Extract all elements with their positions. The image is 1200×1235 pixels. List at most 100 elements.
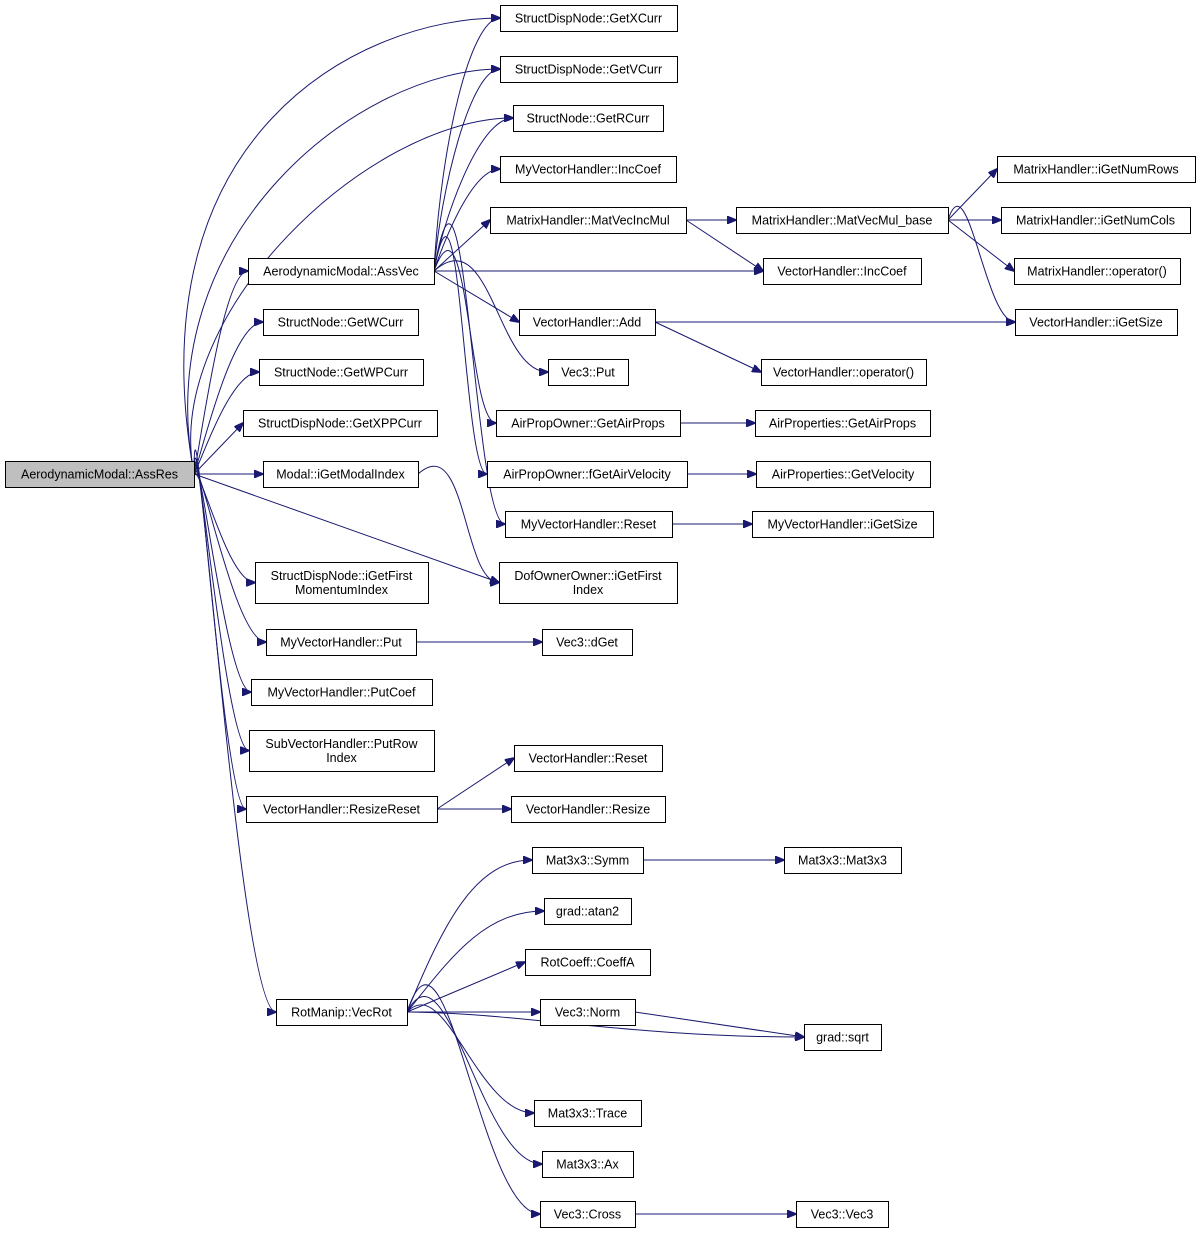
node-getvelocity[interactable]: AirProperties::GetVelocity <box>756 461 931 488</box>
edge-assres-to-myputcoef <box>193 463 251 692</box>
node-myigetsize[interactable]: MyVectorHandler::iGetSize <box>752 511 934 538</box>
node-igetfirstmomentum-box <box>255 562 429 604</box>
node-getairprops_owner[interactable]: AirPropOwner::GetAirProps <box>496 410 681 437</box>
node-sqrt[interactable]: grad::sqrt <box>804 1024 882 1051</box>
node-assres[interactable]: AerodynamicModal::AssRes <box>5 461 195 488</box>
node-symm-label: Mat3x3::Symm <box>546 854 629 868</box>
node-vhinccoef-label: VectorHandler::IncCoef <box>777 265 907 279</box>
node-coeffa[interactable]: RotCoeff::CoeffA <box>525 949 651 976</box>
node-vhoperator[interactable]: VectorHandler::operator() <box>761 359 927 386</box>
node-igetnumcols[interactable]: MatrixHandler::iGetNumCols <box>1001 207 1191 234</box>
node-matvecincmul-box <box>490 207 687 234</box>
edge-vecrot-to-ax <box>406 996 542 1164</box>
node-cross[interactable]: Vec3::Cross <box>540 1201 636 1228</box>
node-myigetsize-label: MyVectorHandler::iGetSize <box>767 518 917 532</box>
node-norm-label: Vec3::Norm <box>555 1006 620 1020</box>
edge-vhadd-to-vhoperator <box>654 321 761 372</box>
node-resizereset[interactable]: VectorHandler::ResizeReset <box>246 796 438 823</box>
node-ax-label: Mat3x3::Ax <box>556 1158 619 1172</box>
edge-resizereset-to-vhreset <box>436 758 514 810</box>
node-vec3put-box <box>548 359 629 386</box>
node-assvec-box <box>248 258 435 285</box>
node-getvcurr-label: StructDispNode::GetVCurr <box>515 63 662 77</box>
node-fgetairvelocity-label: AirPropOwner::fGetAirVelocity <box>503 468 671 482</box>
node-getrcurr[interactable]: StructNode::GetRCurr <box>513 105 664 132</box>
node-symm[interactable]: Mat3x3::Symm <box>532 847 644 874</box>
node-matvecincmul[interactable]: MatrixHandler::MatVecIncMul <box>490 207 687 234</box>
node-norm[interactable]: Vec3::Norm <box>540 999 636 1026</box>
edge-assvec-to-getxcurr <box>433 18 500 272</box>
node-vec3dget-box <box>542 629 633 656</box>
edge-assvec-to-fgetairvelocity <box>433 236 487 474</box>
node-getxppcurr-label: StructDispNode::GetXPPCurr <box>258 417 422 431</box>
node-myreset[interactable]: MyVectorHandler::Reset <box>505 511 673 538</box>
node-myput[interactable]: MyVectorHandler::Put <box>266 629 417 656</box>
node-vecrot[interactable]: RotManip::VecRot <box>276 999 408 1026</box>
node-vhigetsize-box <box>1015 309 1178 336</box>
edge-assvec-to-getairprops_owner <box>433 250 496 423</box>
node-atan2[interactable]: grad::atan2 <box>544 898 632 925</box>
node-myinccoef-box <box>500 156 677 183</box>
node-myputcoef[interactable]: MyVectorHandler::PutCoef <box>251 679 433 706</box>
node-vhresize[interactable]: VectorHandler::Resize <box>511 796 666 823</box>
edge-assres-to-getxcurr <box>183 18 500 475</box>
edge-matvecmulbase-to-vhigetsize <box>947 205 1015 322</box>
node-getrcurr-label: StructNode::GetRCurr <box>527 112 650 126</box>
node-trace-label: Mat3x3::Trace <box>548 1107 627 1121</box>
node-igetmodalindex[interactable]: Modal::iGetModalIndex <box>263 461 419 488</box>
node-subputrow-label: SubVectorHandler::PutRow <box>265 737 418 751</box>
node-vhreset[interactable]: VectorHandler::Reset <box>514 745 663 772</box>
node-vhoperator-box <box>761 359 927 386</box>
node-getvcurr-box <box>500 56 678 83</box>
node-getxcurr-label: StructDispNode::GetXCurr <box>515 12 662 26</box>
node-getwpcurr[interactable]: StructNode::GetWPCurr <box>259 359 424 386</box>
node-getvcurr[interactable]: StructDispNode::GetVCurr <box>500 56 678 83</box>
node-vhinccoef[interactable]: VectorHandler::IncCoef <box>763 258 922 285</box>
node-getxppcurr[interactable]: StructDispNode::GetXPPCurr <box>243 410 438 437</box>
node-symm-box <box>532 847 644 874</box>
node-fgetairvelocity[interactable]: AirPropOwner::fGetAirVelocity <box>487 461 688 488</box>
edge-assres-to-getvcurr <box>187 69 500 475</box>
node-igetfirstmomentum-label: StructDispNode::iGetFirst <box>271 569 413 583</box>
node-vec3ctor-label: Vec3::Vec3 <box>811 1208 874 1222</box>
node-coeffa-label: RotCoeff::CoeffA <box>540 956 635 970</box>
node-vec3ctor[interactable]: Vec3::Vec3 <box>796 1201 889 1228</box>
edge-assvec-to-vhadd <box>433 270 519 322</box>
node-vecrot-label: RotManip::VecRot <box>291 1006 392 1020</box>
edge-assvec-to-getrcurr <box>433 118 513 272</box>
node-getwcurr[interactable]: StructNode::GetWCurr <box>263 309 419 336</box>
node-trace[interactable]: Mat3x3::Trace <box>534 1100 642 1127</box>
node-subputrow-box <box>249 730 435 772</box>
node-getairprops[interactable]: AirProperties::GetAirProps <box>755 410 931 437</box>
node-vec3dget[interactable]: Vec3::dGet <box>542 629 633 656</box>
node-assvec-label: AerodynamicModal::AssVec <box>263 265 419 279</box>
node-vhinccoef-box <box>763 258 922 285</box>
edge-vecrot-to-cross <box>406 984 540 1214</box>
node-getxcurr-box <box>500 5 678 32</box>
node-vhadd[interactable]: VectorHandler::Add <box>519 309 656 336</box>
node-mhoperator[interactable]: MatrixHandler::operator() <box>1014 258 1181 285</box>
node-getxcurr[interactable]: StructDispNode::GetXCurr <box>500 5 678 32</box>
node-myinccoef[interactable]: MyVectorHandler::IncCoef <box>500 156 677 183</box>
node-igetfirstindex-label: DofOwnerOwner::iGetFirst <box>514 569 662 583</box>
edge-assres-to-vecrot <box>193 461 276 1012</box>
edge-assres-to-igetfirstindex <box>193 473 499 583</box>
node-mhoperator-label: MatrixHandler::operator() <box>1027 265 1167 279</box>
node-vec3put[interactable]: Vec3::Put <box>548 359 629 386</box>
node-matvecmulbase[interactable]: MatrixHandler::MatVecMul_base <box>736 207 949 234</box>
node-vhresize-label: VectorHandler::Resize <box>526 803 650 817</box>
node-vec3dget-label: Vec3::dGet <box>556 636 618 650</box>
node-ax[interactable]: Mat3x3::Ax <box>542 1151 634 1178</box>
node-vhoperator-label: VectorHandler::operator() <box>773 366 914 380</box>
edge-assvec-to-matvecincmul <box>433 220 490 272</box>
node-mat3x3ctor[interactable]: Mat3x3::Mat3x3 <box>784 847 902 874</box>
node-igetfirstindex-label: Index <box>573 583 604 597</box>
edge-assres-to-getrcurr <box>190 118 513 475</box>
node-vhigetsize[interactable]: VectorHandler::iGetSize <box>1015 309 1178 336</box>
node-assvec[interactable]: AerodynamicModal::AssVec <box>248 258 435 285</box>
node-igetnumrows[interactable]: MatrixHandler::iGetNumRows <box>997 156 1196 183</box>
node-cross-label: Vec3::Cross <box>554 1208 621 1222</box>
